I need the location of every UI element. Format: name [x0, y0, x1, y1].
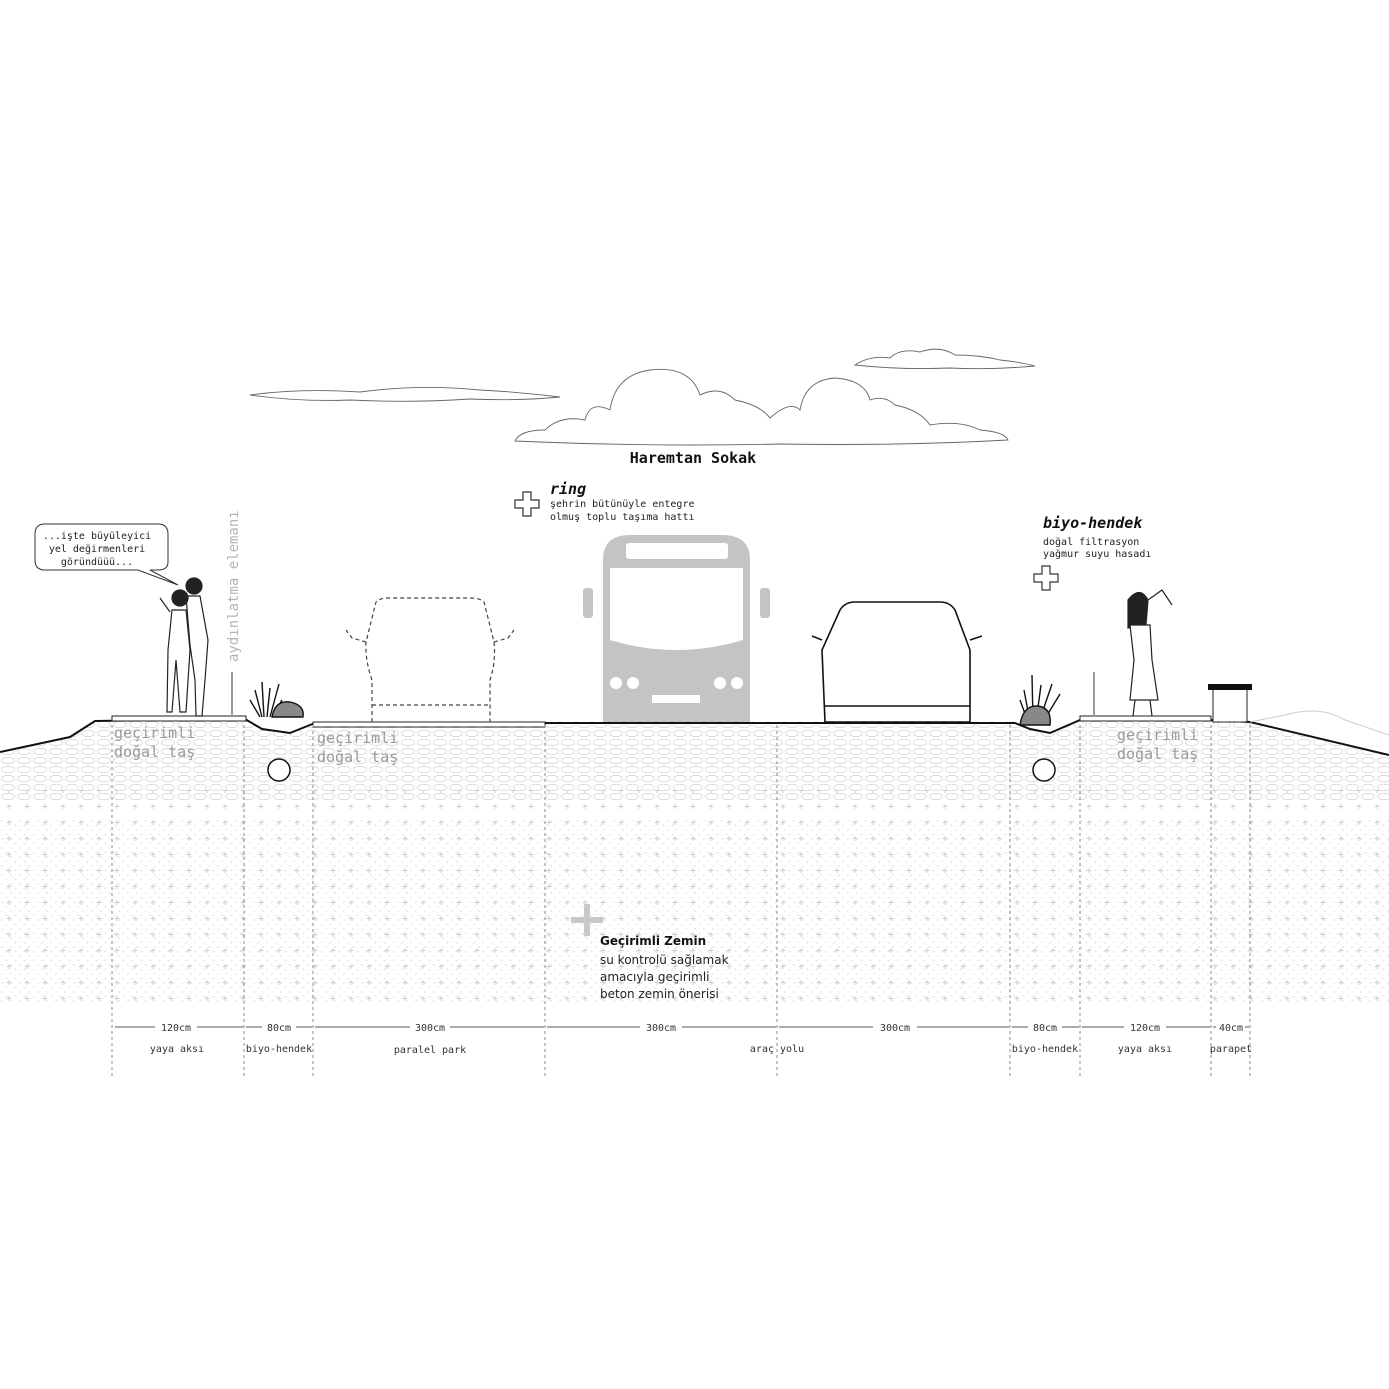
zone-label: paralel park — [394, 1045, 466, 1056]
speech-line-1: ...işte büyüleyici — [43, 531, 151, 542]
couple-figure — [159, 577, 209, 717]
plus-icon-biyo — [1033, 565, 1059, 591]
zone-label: araç yolu — [750, 1044, 804, 1055]
surface-label-right-2: doğal taş — [1117, 745, 1198, 763]
surface-label-park-2: doğal taş — [317, 748, 398, 766]
soil-dot-layer — [0, 820, 1389, 1005]
zemin-title: Geçirimli Zemin — [600, 934, 706, 948]
dimension-label: 300cm — [880, 1023, 910, 1034]
dimension-label: 300cm — [646, 1023, 676, 1034]
surface-label-left-2: doğal taş — [114, 743, 195, 761]
bus — [583, 535, 770, 722]
drain-pipe-left — [267, 758, 291, 782]
dimension-label: 300cm — [415, 1023, 445, 1034]
parking-slab — [312, 721, 546, 728]
cloud-center — [514, 368, 1009, 446]
lamp-label: aydınlatma elemanı — [226, 510, 242, 662]
ring-line-1: şehrin bütünüyle entegre — [550, 499, 695, 510]
dimension-label: 120cm — [1130, 1023, 1160, 1034]
speech-line-3: göründüüü... — [61, 557, 133, 568]
diagram-title: Haremtan Sokak — [630, 449, 756, 467]
biyo-line-1: doğal filtrasyon — [1043, 536, 1139, 548]
ring-title: ring — [550, 480, 586, 498]
speech-line-2: yel değirmenleri — [49, 543, 145, 555]
biyo-annotation: biyo-hendek doğal filtrasyon yağmur suyu… — [1033, 514, 1151, 591]
zemin-line-3: beton zemin önerisi — [600, 987, 719, 1001]
dimension-label: 120cm — [161, 1023, 191, 1034]
zone-label: biyo-hendek — [1012, 1044, 1078, 1055]
zone-label: biyo-hendek — [246, 1044, 312, 1055]
clouds — [249, 348, 1036, 446]
cloud-left — [249, 386, 561, 402]
speech-bubble: ...işte büyüleyici yel değirmenleri görü… — [34, 523, 179, 586]
woman-figure — [1127, 589, 1173, 717]
ring-line-2: olmuş toplu taşıma hattı — [550, 512, 695, 523]
sidewalk-right-slab — [1079, 715, 1212, 722]
plant-right — [1019, 674, 1061, 726]
dimension-label: 40cm — [1219, 1023, 1243, 1034]
dimension-label: 80cm — [1033, 1023, 1057, 1034]
plus-icon-ring — [514, 491, 540, 517]
ring-annotation: ring şehrin bütünüyle entegre olmuş topl… — [514, 480, 695, 523]
biyo-line-2: yağmur suyu hasadı — [1043, 548, 1151, 560]
surface-label-park-1: geçirimli — [317, 729, 398, 747]
biyo-title: biyo-hendek — [1043, 514, 1143, 532]
plant-left — [249, 681, 304, 718]
dimension-lines — [111, 725, 1251, 1078]
sidewalk-left-slab — [111, 715, 247, 722]
zemin-annotation: Geçirimli Zemin su kontrolü sağlamak ama… — [571, 904, 729, 1001]
car — [811, 601, 983, 723]
surface-label-right-1: geçirimli — [1117, 726, 1198, 744]
surface-label-left-1: geçirimli — [114, 724, 195, 742]
zemin-line-1: su kontrolü sağlamak — [600, 953, 729, 967]
dimension-label: 80cm — [267, 1023, 291, 1034]
parapet — [1208, 684, 1389, 736]
zemin-line-2: amacıyla geçirimli — [600, 970, 710, 984]
lamp-post: aydınlatma elemanı — [226, 510, 242, 717]
drain-pipe-right — [1032, 758, 1056, 782]
plus-icon-zemin — [571, 904, 603, 936]
parked-car-outline — [345, 597, 515, 722]
cloud-right — [853, 348, 1036, 370]
ground-section — [0, 715, 1389, 1010]
zone-label: yaya aksı — [1118, 1044, 1172, 1055]
zone-label: yaya aksı — [150, 1044, 204, 1055]
zone-label: parapet — [1210, 1044, 1252, 1055]
